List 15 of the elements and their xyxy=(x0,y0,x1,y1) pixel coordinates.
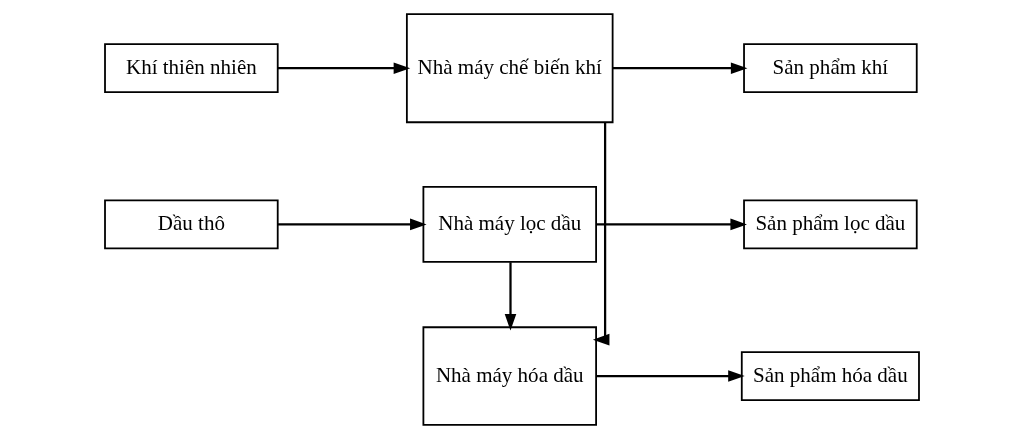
arrow xyxy=(277,62,411,74)
arrow xyxy=(612,62,748,74)
arrow xyxy=(277,218,427,231)
arrow xyxy=(596,370,745,382)
arrow xyxy=(504,262,517,331)
node-box: Sản phẩm khí xyxy=(743,43,918,94)
node-box: Sản phẩm hóa dầu xyxy=(740,351,920,401)
node-box: Nhà máy lọc dầu xyxy=(422,185,597,263)
node-box: Dầu thô xyxy=(104,199,279,250)
arrow xyxy=(596,218,747,231)
node-box: Khí thiên nhiên xyxy=(104,43,279,94)
node-box: Sản phẩm lọc dầu xyxy=(743,199,918,250)
node-box: Nhà máy hóa dầu xyxy=(422,326,597,426)
arrow xyxy=(592,122,610,346)
node-box: Nhà máy chế biến khí xyxy=(405,13,614,124)
